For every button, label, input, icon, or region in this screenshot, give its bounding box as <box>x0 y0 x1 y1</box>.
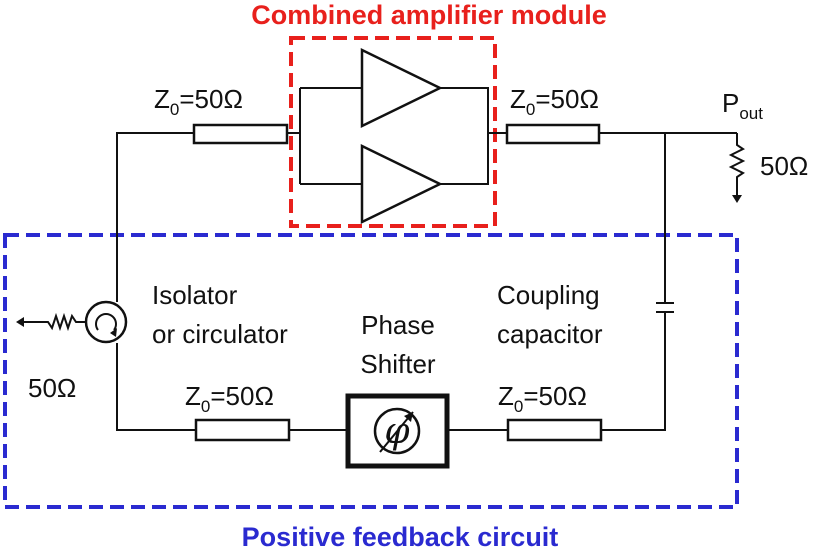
tline-bottom-right <box>506 418 603 442</box>
left-return-wire <box>116 343 196 431</box>
isolator-label-line1: Isolator <box>152 280 238 310</box>
tline-top-left <box>192 123 289 145</box>
circulator-arrowhead <box>110 328 117 337</box>
termination-value-label: 50Ω <box>28 373 76 403</box>
tline-bottom-left <box>194 418 291 442</box>
phase-adjust-arrowhead <box>404 412 413 422</box>
tline-top-left-label: Z0=50Ω <box>154 84 243 119</box>
module-title: Combined amplifier module <box>251 0 607 30</box>
tline-top-right <box>505 123 601 145</box>
positive-feedback-circuit-box <box>3 233 739 509</box>
pout-label: Pout <box>722 88 763 123</box>
phase-shifter-label-line2: Shifter <box>360 349 435 379</box>
load-resistor <box>728 133 746 195</box>
load-value-label: 50Ω <box>760 151 808 181</box>
isolator-label-line2: or circulator <box>152 319 288 349</box>
circulator-icon <box>84 300 128 344</box>
output-ground-arrow <box>732 195 742 203</box>
amplifier-lower <box>360 144 443 224</box>
splitter-wire <box>299 87 362 185</box>
phase-shifter-label-line1: Phase <box>361 310 435 340</box>
coupling-branch-wire <box>601 133 666 431</box>
coupling-label-line2: capacitor <box>497 319 603 349</box>
amplifier-upper <box>360 48 443 128</box>
tline-bottom-left-label: Z0=50Ω <box>185 381 274 416</box>
phase-shifter-circle <box>373 407 421 455</box>
circulator-termination-resistor <box>24 312 86 332</box>
combiner-wire <box>440 87 489 185</box>
circulator-rotation-arrow <box>95 313 117 331</box>
termination-arrow <box>16 317 24 327</box>
tline-top-right-label: Z0=50Ω <box>510 84 599 119</box>
coupling-capacitor <box>656 302 674 313</box>
feedback-title: Positive feedback circuit <box>242 522 559 552</box>
coupling-label-line1: Coupling <box>497 280 600 310</box>
top-input-wire <box>116 132 194 137</box>
tline-bottom-right-label: Z0=50Ω <box>498 381 587 416</box>
